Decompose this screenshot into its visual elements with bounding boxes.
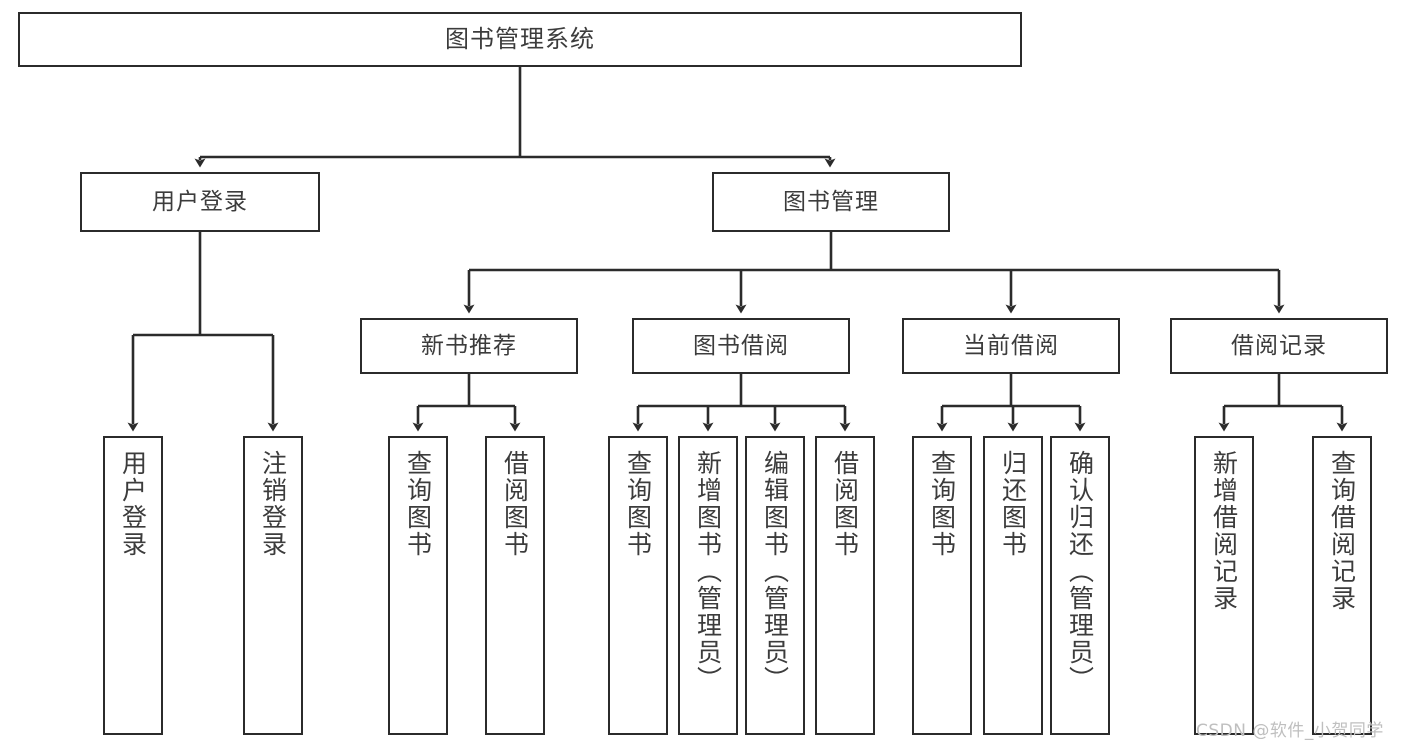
node-current-borrow-label: 当前借阅	[963, 332, 1059, 359]
leaf-node[interactable]: 用户登录	[103, 436, 163, 735]
leaf-node[interactable]: 查询借阅记录	[1312, 436, 1372, 735]
leaf-node-label: 编辑图书（管理员）	[760, 450, 790, 693]
leaf-node-label: 查询借阅记录	[1327, 450, 1357, 612]
leaf-node[interactable]: 归还图书	[983, 436, 1043, 735]
leaf-node[interactable]: 注销登录	[243, 436, 303, 735]
leaf-node-label: 注销登录	[258, 450, 288, 558]
leaf-node[interactable]: 查询图书	[388, 436, 448, 735]
leaf-node[interactable]: 查询图书	[608, 436, 668, 735]
csdn-watermark: CSDN @软件_小贺同学	[1196, 721, 1384, 741]
leaf-node-label: 用户登录	[118, 450, 148, 558]
node-book-management-label: 图书管理	[783, 188, 879, 215]
node-root-label: 图书管理系统	[445, 24, 595, 53]
node-borrow-record-label: 借阅记录	[1231, 332, 1327, 359]
leaf-node-label: 查询图书	[927, 450, 957, 558]
node-book-borrow[interactable]: 图书借阅	[632, 318, 850, 374]
node-book-management[interactable]: 图书管理	[712, 172, 950, 232]
leaf-node-label: 确认归还（管理员）	[1065, 450, 1095, 693]
node-user-login-label: 用户登录	[152, 188, 248, 215]
node-user-login[interactable]: 用户登录	[80, 172, 320, 232]
node-new-book-recommend[interactable]: 新书推荐	[360, 318, 578, 374]
leaf-node-label: 借阅图书	[830, 450, 860, 558]
node-new-book-recommend-label: 新书推荐	[421, 332, 517, 359]
node-root[interactable]: 图书管理系统	[18, 12, 1022, 67]
leaf-node[interactable]: 确认归还（管理员）	[1050, 436, 1110, 735]
node-borrow-record[interactable]: 借阅记录	[1170, 318, 1388, 374]
leaf-node[interactable]: 查询图书	[912, 436, 972, 735]
leaf-node[interactable]: 新增图书（管理员）	[678, 436, 738, 735]
node-book-borrow-label: 图书借阅	[693, 332, 789, 359]
leaf-node[interactable]: 新增借阅记录	[1194, 436, 1254, 735]
leaf-node-label: 借阅图书	[500, 450, 530, 558]
leaf-node[interactable]: 编辑图书（管理员）	[745, 436, 805, 735]
leaf-node-label: 新增借阅记录	[1209, 450, 1239, 612]
leaf-node-label: 查询图书	[403, 450, 433, 558]
leaf-node-label: 归还图书	[998, 450, 1028, 558]
leaf-node[interactable]: 借阅图书	[815, 436, 875, 735]
leaf-node[interactable]: 借阅图书	[485, 436, 545, 735]
node-current-borrow[interactable]: 当前借阅	[902, 318, 1120, 374]
leaf-node-label: 查询图书	[623, 450, 653, 558]
leaf-node-label: 新增图书（管理员）	[693, 450, 723, 693]
